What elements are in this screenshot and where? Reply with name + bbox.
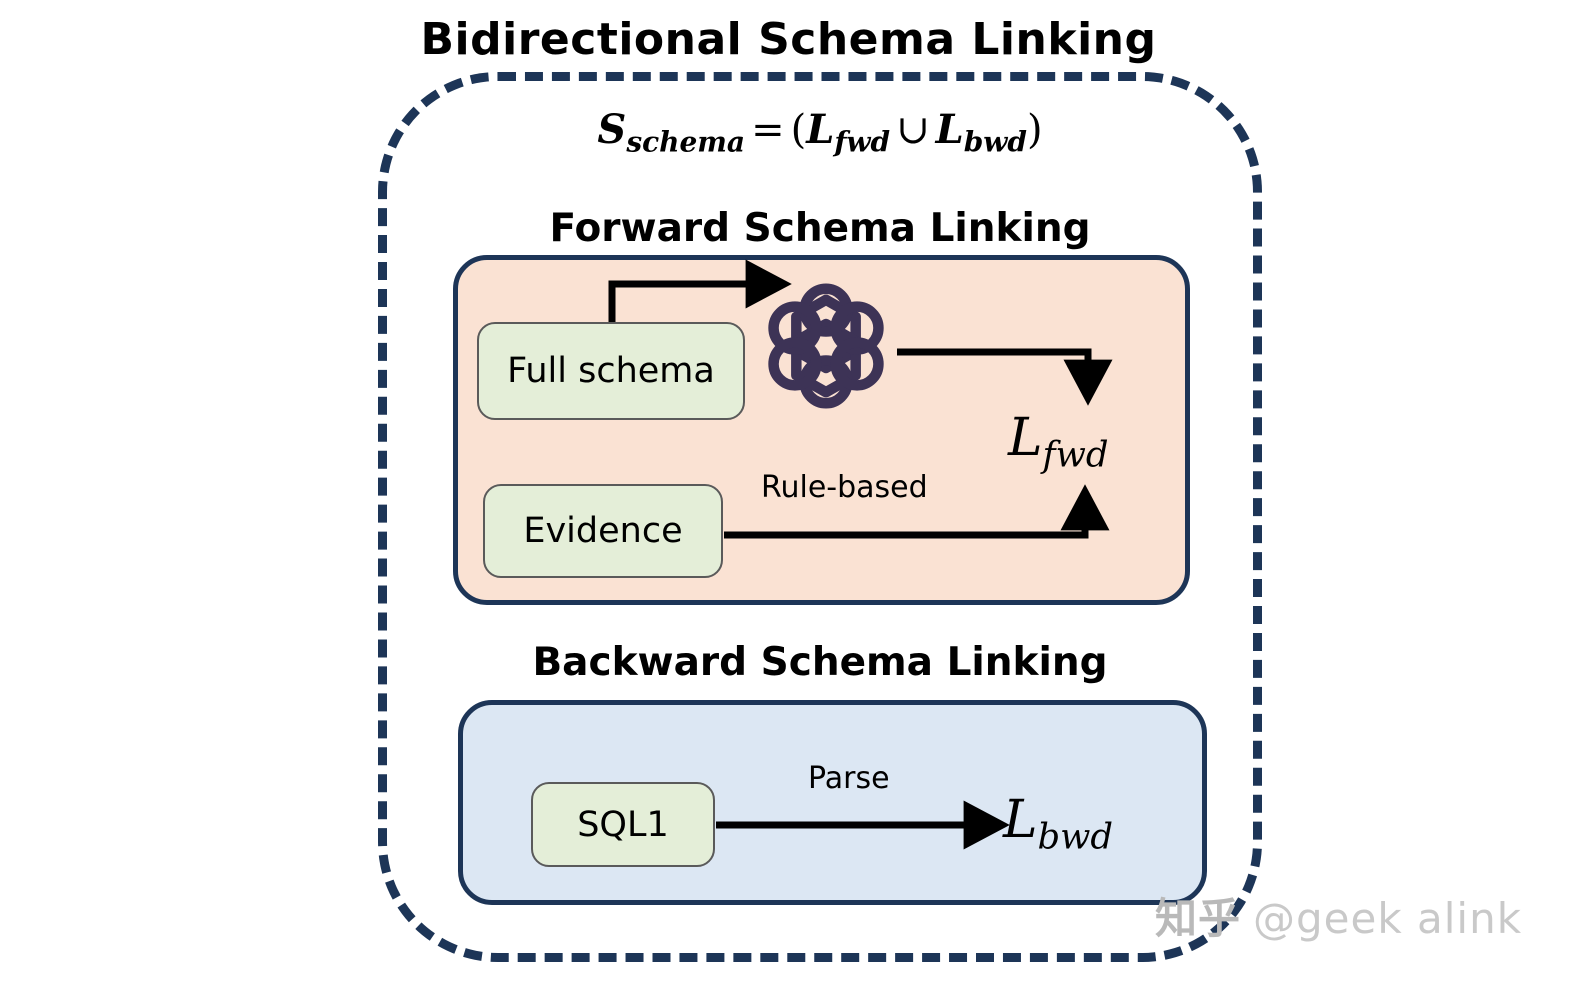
lfwd-base: L xyxy=(1008,408,1043,468)
node-evidence[interactable]: Evidence xyxy=(483,484,723,578)
watermark: 知乎@geek alink xyxy=(1155,885,1522,946)
edge-label-parse: Parse xyxy=(808,761,890,796)
backward-section-title: Backward Schema Linking xyxy=(532,640,1108,685)
node-evidence-label: Evidence xyxy=(523,511,683,551)
output-label-lfwd: Lfwd xyxy=(1008,408,1109,475)
formula-term1-base: L xyxy=(806,106,835,153)
bidirectional-container xyxy=(378,72,1262,962)
node-full-schema[interactable]: Full schema xyxy=(477,322,745,420)
node-sql1[interactable]: SQL1 xyxy=(531,782,715,867)
formula-lhs-base: S xyxy=(597,106,627,153)
watermark-handle: @geek alink xyxy=(1253,894,1523,943)
output-label-lbwd: Lbwd xyxy=(1003,790,1113,857)
lbwd-sub: bwd xyxy=(1037,816,1114,858)
schema-union-formula: Sschema=(Lfwd∪Lbwd) xyxy=(378,106,1262,158)
formula-open-paren: ( xyxy=(790,107,807,153)
formula-lhs-sub: schema xyxy=(626,125,746,159)
zhihu-logo-text: 知乎 xyxy=(1155,894,1242,943)
edge-label-rule-based: Rule-based xyxy=(761,470,928,505)
formula-equals: = xyxy=(751,107,785,153)
formula-term2-sub: bwd xyxy=(963,125,1027,159)
formula-close-paren: ) xyxy=(1026,107,1043,153)
forward-section-title: Forward Schema Linking xyxy=(549,206,1091,251)
node-full-schema-label: Full schema xyxy=(507,351,715,391)
formula-union-operator: ∪ xyxy=(896,107,930,153)
lfwd-sub: fwd xyxy=(1042,434,1109,476)
formula-term1-sub: fwd xyxy=(834,125,891,159)
formula-term2-base: L xyxy=(935,106,964,153)
node-sql1-label: SQL1 xyxy=(577,804,669,845)
page-title: Bidirectional Schema Linking xyxy=(420,14,1157,65)
lbwd-base: L xyxy=(1003,790,1038,850)
openai-logo-icon xyxy=(768,283,884,409)
